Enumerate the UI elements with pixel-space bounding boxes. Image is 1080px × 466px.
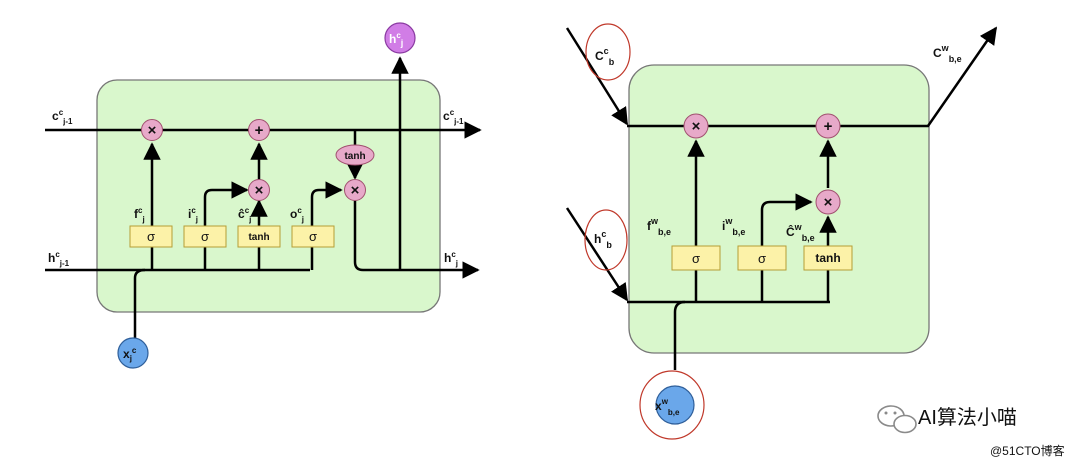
svg-text:σ: σ <box>758 251 766 266</box>
svg-text:tanh: tanh <box>815 251 840 265</box>
wechat-icon <box>877 405 917 434</box>
right-h-input-label: hcb <box>594 229 612 250</box>
left-c-out-label: ccj-1 <box>443 108 464 126</box>
left-o-line <box>310 181 343 271</box>
right-i-line <box>760 193 813 302</box>
left-x-input-line <box>133 268 146 340</box>
right-cell-body <box>628 64 930 354</box>
right-x-input-node: xwb,e <box>655 385 695 425</box>
left-cell-body <box>96 79 441 313</box>
right-input-gate: σ <box>737 245 787 271</box>
left-tanh-node: tanh <box>335 144 375 166</box>
svg-text:σ: σ <box>692 251 700 266</box>
svg-text:tanh: tanh <box>248 232 269 243</box>
right-forget-gate: σ <box>671 245 721 271</box>
right-lstm-cell: × + × σ σ tanh Ccb hcb Cw <box>565 23 998 440</box>
left-i-line <box>203 181 249 270</box>
right-add-node: + <box>815 113 841 139</box>
right-f-label: fwb,e <box>647 216 671 237</box>
svg-text:+: + <box>824 118 833 135</box>
svg-text:hcj: hcj <box>389 31 403 48</box>
svg-text:×: × <box>351 182 360 199</box>
svg-text:×: × <box>255 182 264 199</box>
svg-text:×: × <box>824 194 833 211</box>
left-chat-label: ĉcj <box>238 206 251 224</box>
left-x-input-node: xjc <box>117 337 149 369</box>
watermark-site: @51CTO博客 <box>990 443 1065 458</box>
right-forget-mul-node: × <box>683 113 709 139</box>
svg-text:×: × <box>692 118 701 135</box>
right-c-output-label: Cwb,e <box>933 43 962 64</box>
left-input-gate: σ <box>183 225 227 248</box>
left-forget-mul-node: × <box>141 119 163 141</box>
left-c-prev-label: ccj-1 <box>52 108 73 126</box>
left-forget-gate: σ <box>129 225 173 248</box>
svg-text:+: + <box>255 122 264 139</box>
watermark-brand: AI算法小喵 <box>918 406 1017 429</box>
right-candidate-gate: tanh <box>803 245 853 271</box>
left-h-output-line <box>353 201 480 279</box>
left-output-gate: σ <box>291 225 335 248</box>
svg-text:xwb,e: xwb,e <box>655 397 680 417</box>
left-o-label: ocj <box>290 206 304 224</box>
right-chat-label: Ĉwb,e <box>786 222 815 243</box>
highlight-h-input <box>584 209 628 271</box>
right-cell-state-line <box>627 26 998 128</box>
right-i-label: iwb,e <box>722 216 745 237</box>
svg-text:tanh: tanh <box>344 151 365 162</box>
left-output-mul-node: × <box>344 179 366 201</box>
left-add-node: + <box>248 119 270 141</box>
svg-text:σ: σ <box>147 229 155 244</box>
watermark: AI算法小喵 @51CTO博客 <box>877 405 1065 458</box>
left-lstm-cell: × + × × tanh σ σ tanh <box>45 22 482 369</box>
left-i-label: icj <box>188 206 198 224</box>
left-h-out-label: hcj <box>444 250 458 268</box>
highlight-c-input <box>585 23 631 81</box>
right-h-input-line <box>565 207 629 302</box>
right-x-input-line <box>673 300 686 370</box>
highlight-x-input <box>639 370 705 440</box>
right-c-input-label: Ccb <box>595 46 615 67</box>
left-h-prev-label: hcj-1 <box>48 250 70 268</box>
left-h-top-node: hcj <box>384 22 416 54</box>
right-input-mul-node: × <box>815 189 841 215</box>
svg-text:×: × <box>148 122 157 139</box>
svg-text:σ: σ <box>309 229 317 244</box>
left-candidate-gate: tanh <box>237 225 281 248</box>
left-f-label: fcj <box>134 206 145 224</box>
left-input-mul-node: × <box>248 179 270 201</box>
svg-text:σ: σ <box>201 229 209 244</box>
svg-text:xjc: xjc <box>123 346 137 363</box>
